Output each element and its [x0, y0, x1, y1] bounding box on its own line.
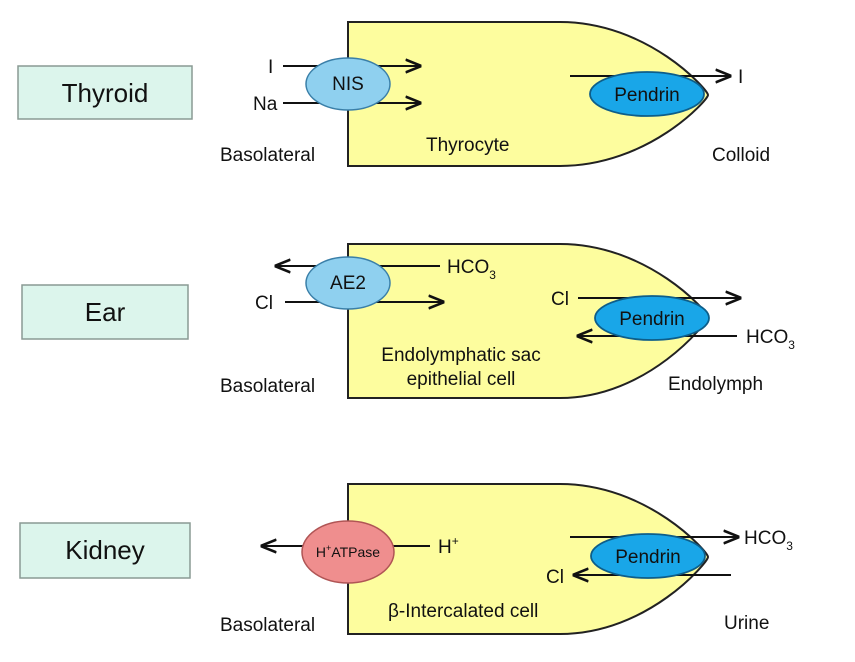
apical-space-label: Urine [724, 613, 769, 634]
h-atpase-label: H+ATPase [316, 543, 380, 560]
beta-intercalated-cell [347, 483, 710, 635]
nis-label: NIS [332, 74, 364, 95]
pendrin-label: Pendrin [619, 309, 685, 330]
organ-box-thyroid: Thyroid [17, 65, 193, 120]
ear-row: Ear AE2 Cl HCO3 Pendrin Cl HCO3 Endolymp… [21, 243, 795, 399]
ion-sodium-label: Na [253, 94, 278, 115]
nis-transporter: NIS [305, 57, 391, 111]
thyroid-row: Thyroid I Na NIS Pendrin I Thyrocyte Bas… [17, 21, 770, 167]
pendrin-label: Pendrin [614, 85, 680, 106]
thyrocyte-cell [347, 21, 710, 167]
pendrin-ear: Pendrin [594, 295, 710, 341]
apical-space-label: Endolymph [668, 374, 763, 395]
ion-chloride-apical-label: Cl [546, 567, 564, 588]
ae2-label: AE2 [330, 273, 366, 294]
basolateral-label: Basolateral [220, 145, 315, 166]
ion-proton-label: H+ [438, 534, 459, 558]
cell-name-thyrocyte: Thyrocyte [426, 135, 509, 156]
organ-box-ear: Ear [21, 284, 189, 340]
cell-name-line-1: Endolymphatic sac [381, 345, 540, 366]
organ-label-thyroid: Thyroid [62, 78, 149, 108]
pendrin-label: Pendrin [615, 547, 681, 568]
ion-iodide-label: I [268, 57, 273, 78]
organ-box-kidney: Kidney [19, 522, 191, 579]
organ-label-kidney: Kidney [65, 535, 145, 565]
ion-chloride-label: Cl [255, 293, 273, 314]
ion-chloride-apical-label: Cl [551, 289, 569, 310]
ae2-transporter: AE2 [305, 256, 391, 310]
ion-bicarbonate-apical-label: HCO3 [746, 327, 795, 352]
organ-label-ear: Ear [85, 297, 126, 327]
h-atpase-pump: H+ATPase [301, 520, 395, 584]
basolateral-label: Basolateral [220, 615, 315, 636]
kidney-row: Kidney H+ATPase H+ Pendrin HCO3 Cl β-Int… [19, 483, 793, 636]
basolateral-label: Basolateral [220, 376, 315, 397]
ion-iodide-apical-label: I [738, 67, 743, 88]
cell-name-beta-intercalated: β-Intercalated cell [388, 601, 538, 622]
ion-bicarbonate-apical-label: HCO3 [744, 528, 793, 553]
cell-name-line-2: epithelial cell [407, 369, 516, 390]
ion-bicarbonate-inner-label: HCO3 [447, 257, 496, 282]
apical-space-label: Colloid [712, 145, 770, 166]
pendrin-thyroid: Pendrin [589, 71, 705, 117]
pendrin-kidney: Pendrin [590, 533, 706, 579]
